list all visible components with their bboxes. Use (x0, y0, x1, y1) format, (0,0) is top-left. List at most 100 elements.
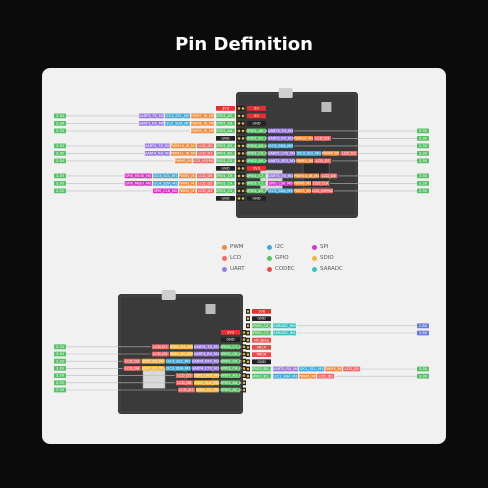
top-right-pin-name: GND (252, 122, 260, 126)
bottom-right-voltage-tag: 3.3V (419, 374, 428, 378)
top-left-pin-name-bg (216, 188, 235, 194)
top-right-pin-name-bg (247, 151, 266, 156)
top-right-pin-name-bg (247, 181, 266, 186)
legend-item: UART (222, 266, 245, 272)
top-left-voltage-tag-bg (54, 158, 66, 164)
bottom-left-pin-name-bg (221, 330, 240, 335)
bottom-left-pin-name: GND (226, 338, 234, 342)
bottom-right-voltage-tag-bg (417, 323, 429, 329)
top-left-pin-name: 3V3 (222, 107, 229, 111)
top-left-header-pin-dot (237, 137, 241, 140)
top-right-voltage-tag-bg (417, 181, 429, 186)
bottom-left-voltage-tag-bg (54, 344, 66, 350)
top-left-voltage-tag-bg (54, 173, 66, 179)
top-left-voltage-tag: 3.3V (56, 159, 65, 163)
bottom-left-pin-name-bg (221, 366, 240, 371)
top-right-pin-function: PWM10_IR_M1 (294, 174, 320, 178)
top-left-pin-function-bg (197, 151, 214, 156)
top-right-voltage-tag-bg (417, 136, 429, 141)
top-right-pin-function-bg (268, 188, 294, 194)
top-left-pin-name-bg (216, 136, 235, 141)
top-left-pin-function-bg (144, 143, 170, 149)
bottom-left-pin-function: I2C3_SCL_M1 (166, 359, 190, 363)
bottom-left-header-pin-dot (242, 367, 246, 370)
top-left-pin-name-bg (216, 173, 235, 179)
top-left-pin-function: LCD_D0 (198, 144, 213, 148)
legend-swatch (267, 244, 272, 250)
legend-item: SARADC (312, 266, 343, 272)
top-left-pin-function: PWM7_IR_M0 (191, 114, 215, 118)
top-right-pin-function-bg (322, 151, 340, 156)
top-right-pin-function-bg (320, 173, 338, 179)
top-left-pin-function: PWM11_IR_M2 (170, 152, 196, 156)
bottom-left-pin-function-bg (165, 366, 191, 371)
bottom-left-pin-function: LCD_D6 (177, 381, 192, 385)
top-right-pin-function-bg (294, 188, 312, 194)
top-right-header-pin-dot (241, 144, 245, 148)
bottom-left-pin-function-bg (123, 366, 141, 371)
top-left-header-pin-dot (237, 152, 241, 155)
top-right-pin-name: GPIO1_A1_d (246, 137, 268, 141)
top-right-voltage-tag-bg (417, 143, 429, 149)
bottom-left-pin-name: GPIO1_C4_d (220, 367, 242, 371)
top-right-header-pin-dot (241, 114, 245, 118)
top-right-pin-function: PWM4_M1 (322, 152, 340, 156)
top-right-voltage-tag-bg (417, 128, 429, 134)
top-right-pin-function-bg (313, 136, 331, 141)
top-right-pin-function-bg (294, 136, 313, 141)
top-right-voltage-tag-bg (417, 188, 429, 194)
bottom-board-button (205, 304, 216, 314)
bottom-left-pin-function: I2C3_SDA_M1 (166, 367, 191, 371)
bottom-board-usb-connector (161, 290, 176, 300)
legend-swatch (222, 255, 227, 261)
top-left-header-pin-dot (237, 144, 241, 148)
bottom-right-voltage-tag: 1.8V (419, 324, 428, 328)
bottom-right-pin-name: MICBIAS (254, 338, 270, 342)
top-right-pin-function: LCD_HSYNC (312, 189, 334, 193)
top-right-pin-name-bg (247, 158, 266, 164)
top-left-pin-function-bg (170, 143, 196, 149)
top-right-pin-function-bg (268, 173, 294, 179)
top-left-pin-function: LCD_D5 (198, 182, 212, 186)
bottom-right-pin-function-bg (273, 366, 299, 372)
top-right-pin-function: UART2_RTS_M1 (268, 159, 296, 163)
top-right-pin-function: PWM7_M1 (293, 189, 311, 193)
top-left-pin-function: PWM2_M1 (178, 174, 196, 178)
top-left-voltage-tag: 3.3V (56, 129, 65, 133)
top-right-pin-function: LCD_D8 (322, 174, 337, 178)
top-left-pin-function-bg (152, 188, 178, 194)
top-right-pin-function: UART3_RX_M1 (268, 137, 294, 141)
top-right-pin-name: GPIO1_C3_d (246, 152, 268, 156)
top-right-pin-function: UART2_CTS_M1 (268, 152, 296, 156)
top-right-voltage-tag-bg (417, 151, 429, 156)
top-left-pin-name-bg (216, 143, 235, 149)
top-left-pin-function: PWM9_IR_M0 (191, 129, 215, 133)
bottom-left-pin-function-bg (141, 366, 165, 371)
bottom-left-pin-function-bg (175, 380, 193, 386)
top-left-voltage-tag: 3.3V (56, 122, 65, 126)
bottom-left-pin-function: UART4_TX_M1 (194, 345, 219, 349)
bottom-left-pin-function-bg (196, 387, 219, 393)
top-right-pin-function: I2C3_SDA_M0 (268, 144, 293, 148)
bottom-right-pin-name-bg (252, 309, 271, 314)
bottom-right-header-pin-dot (246, 331, 250, 335)
top-left-pin-name: GPIO1_C5_d (215, 189, 237, 193)
bottom-right-pin-function-bg (273, 373, 299, 379)
top-right-pin-name-bg (247, 188, 266, 194)
bottom-left-pin-function: LCD_D1 (153, 345, 167, 349)
bottom-left-pin-name: GPIO1_C7_d (220, 345, 242, 349)
bottom-right-voltage-tag-bg (417, 366, 429, 372)
top-right-header-pin-dot (241, 167, 245, 170)
bottom-left-voltage-tag-bg (54, 358, 66, 364)
top-left-pin-function-bg (152, 173, 178, 179)
bottom-right-pin-function: I2C1_SCL_M1 (300, 367, 324, 371)
bottom-right-pin-function: PWM5_M0 (325, 367, 344, 371)
bottom-right-pin-function-bg (299, 373, 317, 379)
top-left-pin-function-bg (191, 113, 214, 119)
top-left-pin-function-bg (138, 113, 164, 119)
top-left-pin-function-bg (124, 173, 152, 179)
top-left-pin-function-bg (124, 181, 152, 186)
bottom-left-voltage-tag-bg (54, 387, 66, 393)
top-right-voltage-tag: 3.3V (419, 174, 428, 178)
top-left-pin-name-bg (216, 166, 235, 171)
